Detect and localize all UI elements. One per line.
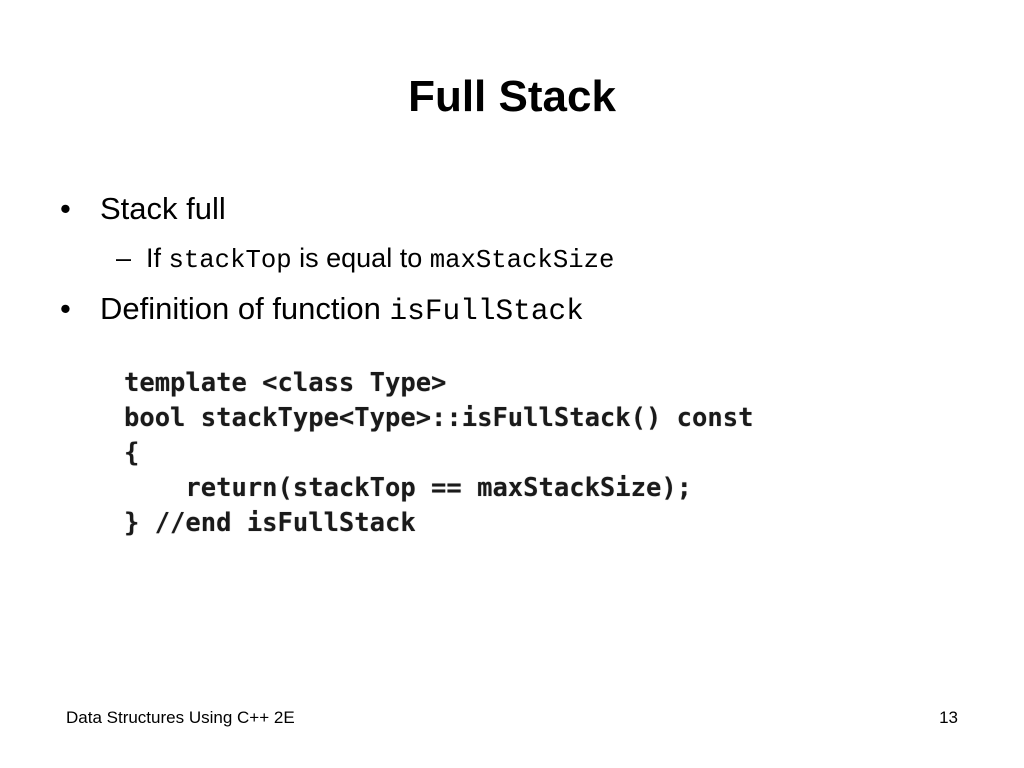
- code-line: {: [124, 438, 140, 468]
- footer-course-title: Data Structures Using C++ 2E: [66, 708, 295, 727]
- sub-bullet-prefix: If: [146, 243, 169, 273]
- sub-bullet-middle: is equal to: [291, 243, 430, 273]
- code-maxstacksize: maxStackSize: [429, 246, 615, 275]
- sub-bullet-condition: –If stackTop is equal to maxStackSize: [116, 241, 614, 278]
- code-line: bool stackType<Type>::isFullStack() cons…: [124, 403, 754, 433]
- slide-title: Full Stack: [408, 72, 616, 121]
- bullet-text: Stack full: [100, 191, 226, 226]
- bullet-prefix: Definition of function: [100, 291, 390, 326]
- code-stacktop: stackTop: [168, 246, 292, 275]
- footer-page-number: 13: [939, 708, 958, 727]
- code-line: } //end isFullStack: [124, 508, 416, 538]
- bullet-dot: •: [60, 291, 71, 326]
- bullet-stack-full: • Stack full: [60, 190, 226, 228]
- code-block: template <class Type> bool stackType<Type…: [124, 366, 753, 541]
- code-line: return(stackTop == maxStackSize);: [124, 473, 693, 503]
- dash-marker: –: [116, 243, 132, 273]
- code-isfullstack: isFullStack: [389, 294, 584, 328]
- bullet-dot: •: [60, 191, 71, 226]
- bullet-definition: • Definition of function isFullStack: [60, 290, 584, 330]
- code-line: template <class Type>: [124, 368, 447, 398]
